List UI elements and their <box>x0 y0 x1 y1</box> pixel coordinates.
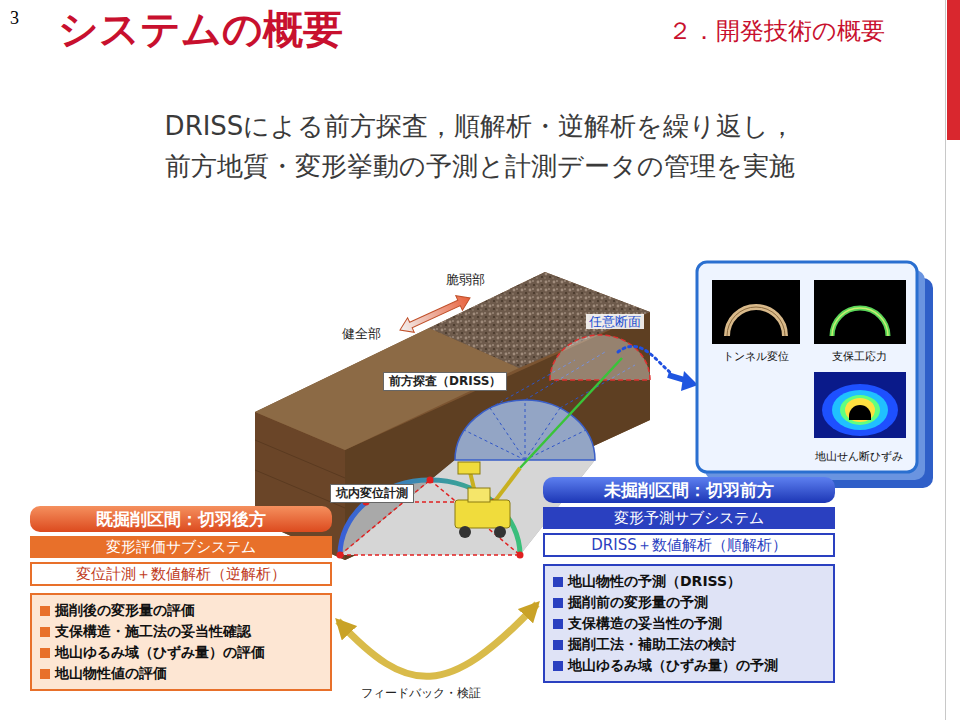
list-item: 地山物性の予測（DRISS） <box>553 571 825 592</box>
task-list: 地山物性の予測（DRISS）掘削前の変形量の予測支保構造の妥当性の予測掘削工法・… <box>543 564 835 683</box>
edge-line <box>945 0 946 720</box>
bullet-square <box>553 640 563 650</box>
tile-caption: トンネル変位 <box>710 350 802 364</box>
section-group: 未掘削区間：切羽前方変形予測サブシステム DRISS＋数値解析（順解析） 地山物性の… <box>543 477 835 683</box>
subsystem-name: 変形評価サブシステム <box>30 537 332 557</box>
double-arrow <box>397 291 474 338</box>
subsystem-band: 変形予測サブシステム <box>543 507 835 529</box>
bullet-square <box>40 606 50 616</box>
page-number: 3 <box>10 8 19 29</box>
bullet-square <box>553 661 563 671</box>
subtitle-line: DRISSによる前方探査，順解析・逆解析を繰り返し， <box>60 110 900 142</box>
list-item: 支保構造・施工法の妥当性確認 <box>40 621 322 642</box>
list-item: 掘削工法・補助工法の検討 <box>553 634 825 655</box>
region-label: 健全部 <box>342 326 381 341</box>
result-panel <box>697 262 933 488</box>
result-arrow <box>618 346 698 391</box>
bullet-square <box>40 627 50 637</box>
task-item: 掘削後の変形量の評価 <box>55 600 195 621</box>
bullet-square <box>553 577 563 587</box>
section-header: 既掘削区間：切羽後方 <box>30 506 332 532</box>
task-item: 支保構造・施工法の妥当性確認 <box>55 621 251 642</box>
subsystem-name: 変形予測サブシステム <box>543 508 835 528</box>
list-item: 地山物性値の評価 <box>40 663 322 684</box>
section-header: 未掘削区間：切羽前方 <box>543 477 835 503</box>
task-item: 掘削前の変形量の予測 <box>568 592 708 613</box>
task-item: 掘削工法・補助工法の検討 <box>568 634 736 655</box>
callout-text: 前方探査（DRISS） <box>389 374 501 389</box>
callout-box: 前方探査（DRISS） <box>383 372 507 391</box>
drill-jumbo <box>455 462 520 538</box>
edge-label: フィードバック・検証 <box>358 686 484 701</box>
method-name: DRISS＋数値解析（順解析） <box>545 535 833 555</box>
list-item: 地山ゆるみ域（ひずみ量）の予測 <box>553 655 825 676</box>
task-item: 地山ゆるみ域（ひずみ量）の評価 <box>55 642 265 663</box>
result-tile: 支保工応力 <box>810 276 908 364</box>
slide-title: システムの概要 <box>58 4 343 54</box>
task-item: 地山ゆるみ域（ひずみ量）の予測 <box>568 655 778 676</box>
section-heading: ２．開発技術の概要 <box>668 16 885 46</box>
bullet-square <box>40 669 50 679</box>
subsystem-band: 変形評価サブシステム <box>30 536 332 558</box>
list-item: 掘削後の変形量の評価 <box>40 600 322 621</box>
task-item: 支保構造の妥当性の予測 <box>568 613 722 634</box>
bullet-square <box>40 648 50 658</box>
bullet-square <box>553 598 563 608</box>
callout-box: 坑内変位計測 <box>330 484 414 503</box>
accent-bar <box>947 0 960 140</box>
method-name: 変位計測＋数値解析（逆解析） <box>32 564 330 584</box>
section-label: 任意断面 <box>586 314 644 329</box>
result-tile: トンネル変位 <box>710 276 802 364</box>
method-band: DRISS＋数値解析（順解析） <box>543 533 835 557</box>
subtitle-line: 前方地質・変形挙動の予測と計測データの管理を実施 <box>60 150 900 182</box>
task-list: 掘削後の変形量の評価支保構造・施工法の妥当性確認地山ゆるみ域（ひずみ量）の評価地… <box>30 593 332 691</box>
list-item: 支保構造の妥当性の予測 <box>553 613 825 634</box>
section-group: 既掘削区間：切羽後方変形評価サブシステム変位計測＋数値解析（逆解析） 掘削後の変形… <box>30 506 332 691</box>
task-item: 地山物性の予測（DRISS） <box>568 571 741 592</box>
bullet-square <box>553 619 563 629</box>
tile-caption: 地山せん断ひずみ <box>810 450 908 464</box>
tile-caption: 支保工応力 <box>810 350 908 364</box>
list-item: 地山ゆるみ域（ひずみ量）の評価 <box>40 642 322 663</box>
callout-text: 坑内変位計測 <box>336 486 408 501</box>
result-tile: 地山せん断ひずみ <box>810 368 908 464</box>
task-item: 地山物性値の評価 <box>55 663 167 684</box>
feedback-arrow <box>338 604 537 676</box>
region-label: 脆弱部 <box>446 272 485 287</box>
list-item: 掘削前の変形量の予測 <box>553 592 825 613</box>
method-band: 変位計測＋数値解析（逆解析） <box>30 562 332 586</box>
